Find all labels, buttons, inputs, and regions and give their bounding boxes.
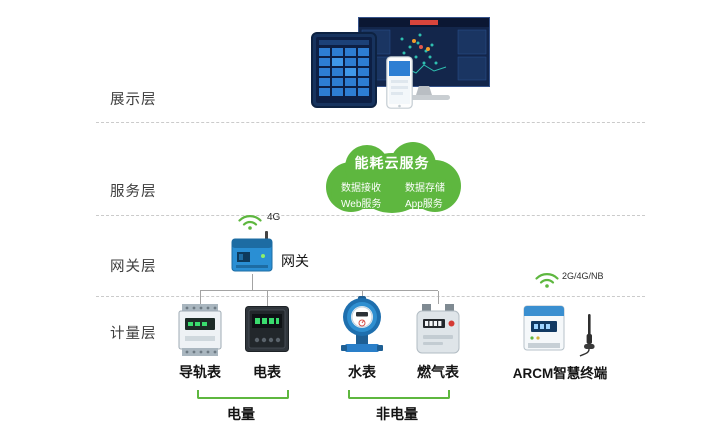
device-label-water-meter: 水表: [348, 364, 376, 380]
gateway-label: 网关: [281, 253, 309, 269]
din-rail-meter-image: [177, 304, 223, 361]
connector-drop-water-meter: [362, 291, 363, 296]
layer-label-service: 服务层: [110, 184, 157, 200]
device-label-electric-meter: 电表: [253, 364, 281, 380]
group-bracket-electric: [197, 390, 289, 399]
layer-divider: [96, 122, 645, 123]
phone-mockup: [386, 56, 413, 114]
tablet-mockup: [311, 32, 377, 113]
cloud-feature-data-receive: 数据接收: [341, 183, 381, 194]
gateway-device-image: [230, 231, 274, 278]
monitor-stand-neck: [416, 86, 432, 95]
device-label-arcm-terminal: ARCM智慧终端: [512, 366, 608, 381]
water-meter-image: [340, 296, 384, 359]
layer-divider: [96, 296, 645, 297]
device-label-gas-meter: 燃气表: [417, 364, 459, 380]
cloud-service: 能耗云服务 数据接收 数据存储 Web服务 App服务: [303, 139, 481, 221]
connector-bus: [200, 290, 438, 291]
connector-drop-electric-meter: [267, 291, 268, 306]
connector-gateway-drop: [252, 274, 253, 290]
electric-meter-image: [245, 306, 289, 357]
layer-label-metering: 计量层: [110, 326, 157, 342]
cloud-title: 能耗云服务: [354, 155, 430, 171]
cloud-feature-app-service: App服务: [405, 199, 443, 210]
gas-meter-image: [415, 304, 461, 359]
layer-label-display: 展示层: [110, 92, 157, 108]
connector-drop-gas-meter: [438, 291, 439, 304]
cloud-feature-data-store: 数据存储: [405, 183, 445, 194]
monitor-mockup: [358, 17, 490, 92]
wifi-icon: [534, 269, 560, 293]
cloud-shape: [326, 142, 461, 213]
connector-drop-din-rail-meter: [200, 291, 201, 304]
layer-label-gateway: 网关层: [110, 259, 157, 275]
gateway-signal-label: 4G: [267, 212, 281, 223]
arcm-signal-label: 2G/4G/NB: [562, 271, 604, 281]
group-label-non-electric: 非电量: [376, 406, 418, 422]
monitor-stand-base: [398, 95, 450, 100]
cloud-feature-web-service: Web服务: [341, 199, 382, 210]
wifi-icon: [237, 211, 263, 235]
layer-divider: [96, 215, 645, 216]
group-bracket-non-electric: [348, 390, 450, 399]
antenna-icon: [578, 314, 600, 363]
group-label-electric: 电量: [227, 406, 255, 422]
arcm-terminal-image: [522, 304, 566, 357]
device-label-din-rail-meter: 导轨表: [179, 364, 221, 380]
